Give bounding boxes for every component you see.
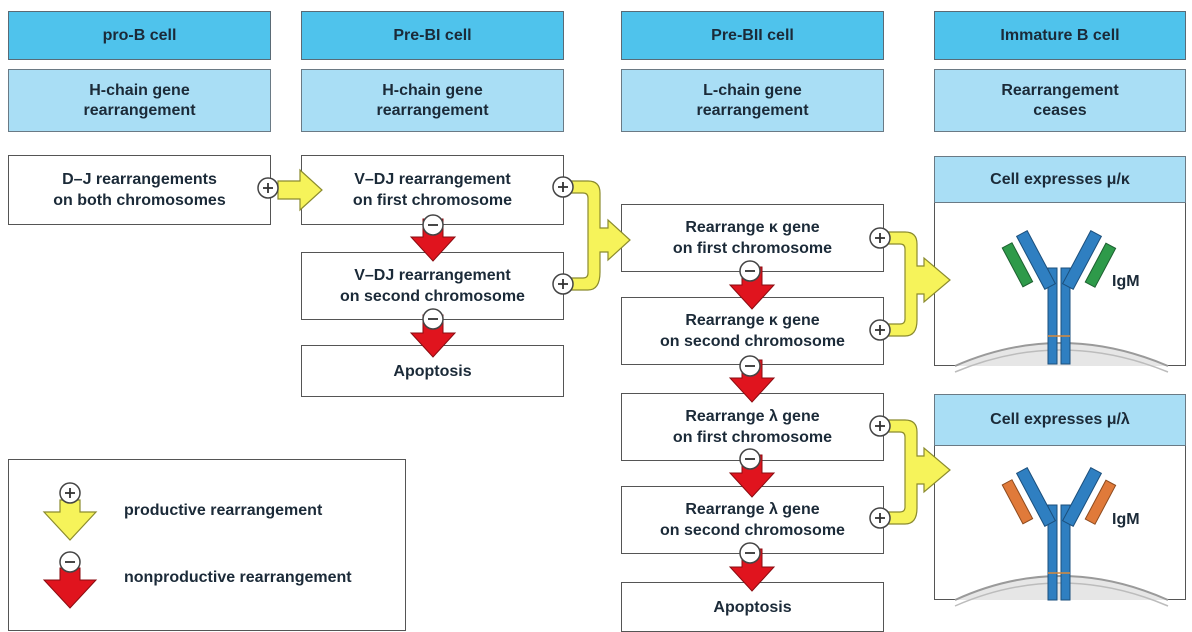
minus-icon-vdj-second bbox=[422, 308, 444, 330]
legend-nonproductive-label: nonproductive rearrangement bbox=[124, 569, 352, 586]
vdj-second-box: V–DJ rearrangement on second chromosome bbox=[301, 252, 564, 320]
process-header-pro-b: H-chain gene rearrangement bbox=[8, 69, 271, 132]
plus-icon-lambda-first bbox=[869, 415, 891, 437]
minus-icon-lambda-second bbox=[739, 542, 761, 564]
outcome-title-lambda: Cell expresses μ/λ bbox=[934, 394, 1186, 446]
productive-bracket-lambda bbox=[885, 419, 951, 525]
minus-icon-kappa-second bbox=[739, 355, 761, 377]
minus-icon-kappa-first bbox=[739, 260, 761, 282]
stage-header-immature-b: Immature B cell bbox=[934, 11, 1186, 60]
productive-arrow-dj bbox=[277, 169, 323, 211]
igm-label-lambda: IgM bbox=[1112, 511, 1140, 528]
dj-rearrangement-box: D–J rearrangements on both chromosomes bbox=[8, 155, 271, 225]
minus-icon-lambda-first bbox=[739, 448, 761, 470]
stage-header-pro-b: pro-B cell bbox=[8, 11, 271, 60]
igm-label-kappa: IgM bbox=[1112, 273, 1140, 290]
process-header-pre-bi: H-chain gene rearrangement bbox=[301, 69, 564, 132]
legend-minus-icon bbox=[59, 551, 81, 573]
productive-bracket-kappa bbox=[885, 231, 951, 337]
process-header-immature-b: Rearrangement ceases bbox=[934, 69, 1186, 132]
legend-nonproductive-arrow bbox=[42, 567, 98, 609]
legend-productive-arrow bbox=[42, 499, 98, 541]
plus-icon-vdj-second bbox=[552, 273, 574, 295]
antibody-kappa-icon bbox=[954, 230, 1169, 373]
productive-bracket-heavy bbox=[564, 180, 631, 291]
plus-icon-vdj-first bbox=[552, 176, 574, 198]
plus-icon-dj bbox=[257, 177, 279, 199]
minus-icon-vdj-first bbox=[422, 214, 444, 236]
legend-plus-icon bbox=[59, 482, 81, 504]
stage-header-pre-bii: Pre-BII cell bbox=[621, 11, 884, 60]
process-header-pre-bii: L-chain gene rearrangement bbox=[621, 69, 884, 132]
plus-icon-kappa-second bbox=[869, 319, 891, 341]
outcome-title-kappa: Cell expresses μ/κ bbox=[934, 156, 1186, 203]
stage-header-pre-bi: Pre-BI cell bbox=[301, 11, 564, 60]
antibody-lambda-icon bbox=[954, 467, 1169, 607]
legend-productive-label: productive rearrangement bbox=[124, 502, 323, 519]
plus-icon-kappa-first bbox=[869, 227, 891, 249]
plus-icon-lambda-second bbox=[869, 507, 891, 529]
